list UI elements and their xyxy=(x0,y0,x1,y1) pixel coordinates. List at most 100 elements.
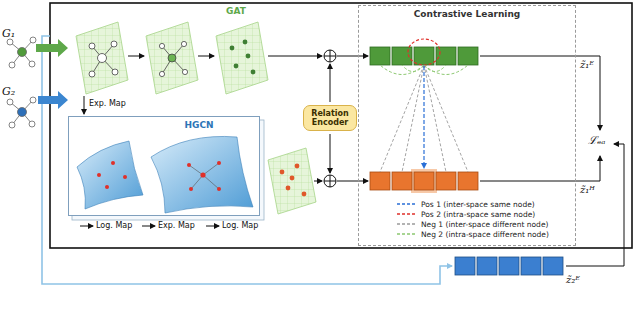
input-arrow xyxy=(36,39,68,57)
encoder-box: Relation Encoder xyxy=(303,105,357,131)
shape-circle xyxy=(187,163,191,167)
legend-row: Neg 1 (inter-space different node) xyxy=(396,219,549,229)
flow-arrow xyxy=(206,226,219,227)
shape-rect xyxy=(370,172,390,190)
gat-grid xyxy=(216,22,268,94)
shape-path xyxy=(77,141,143,209)
graph-g1 xyxy=(7,37,36,68)
shape-line xyxy=(402,65,424,172)
flow-arrow xyxy=(337,181,368,182)
map-label: Exp. Map xyxy=(89,99,126,108)
neg2-lines xyxy=(380,65,468,75)
shape-circle xyxy=(111,161,115,165)
shape-rect xyxy=(458,172,478,190)
gat-grid xyxy=(76,22,128,94)
graph-name: G₂ xyxy=(2,86,15,99)
shape-polygon xyxy=(268,148,316,214)
shape-rect xyxy=(477,257,497,275)
shape-polygon xyxy=(146,22,198,94)
legend-line xyxy=(397,233,416,234)
model-frame xyxy=(50,3,632,248)
shape-circle xyxy=(230,46,235,51)
pos2-mark xyxy=(408,39,440,65)
legend-sample xyxy=(396,230,418,238)
shape-line xyxy=(424,65,446,172)
shape-circle xyxy=(189,187,193,191)
legend: Pos 1 (inter-space same node)Pos 2 (intr… xyxy=(396,199,549,239)
embedding-row xyxy=(455,257,563,275)
shape-rect xyxy=(499,257,519,275)
legend-line xyxy=(397,223,416,224)
shape-g xyxy=(89,41,118,77)
legend-text: Pos 2 (intra-space same node) xyxy=(421,210,535,219)
hgcn-panel: HGCN xyxy=(68,116,260,216)
node-label: Relation Encoder xyxy=(308,109,352,127)
hyperbolic-grid xyxy=(268,148,316,214)
legend-text: Pos 1 (inter-space same node) xyxy=(421,200,535,209)
legend-sample xyxy=(396,200,418,208)
shape-circle xyxy=(9,122,15,128)
shape-circle xyxy=(251,70,256,75)
loss-name: ℒₑₐ xyxy=(588,135,605,148)
loss-line xyxy=(480,56,600,130)
flow-arrow xyxy=(128,56,144,57)
module-name: GAT xyxy=(226,6,246,16)
highlight xyxy=(411,169,437,193)
legend-line xyxy=(397,203,416,204)
shape-path xyxy=(151,136,253,213)
legend-sample xyxy=(396,210,418,218)
node-label: Contrastive Learning xyxy=(359,9,575,19)
hyperbolic-surfaces xyxy=(69,117,261,217)
shape-circle xyxy=(18,108,27,117)
gat-grid xyxy=(146,22,198,94)
shape-circle xyxy=(243,40,248,45)
shape-circle xyxy=(324,175,336,187)
shape-circle xyxy=(159,43,164,48)
map-label: Log. Map xyxy=(96,221,132,230)
shape-g xyxy=(230,40,256,75)
node-label: HGCN xyxy=(139,120,259,130)
shape-rect xyxy=(436,172,456,190)
flow-arrow xyxy=(314,181,322,182)
embedding-name: z̃₂ᴱ xyxy=(566,274,580,286)
flow-arrow xyxy=(330,64,331,102)
shape-rect xyxy=(414,172,434,190)
shape-circle xyxy=(159,71,164,76)
shape-circle xyxy=(89,71,95,77)
shape-circle xyxy=(295,164,300,169)
shape-g xyxy=(280,164,307,197)
shape-path xyxy=(424,65,468,75)
pos1-line xyxy=(423,66,424,168)
shape-rect xyxy=(436,47,456,65)
shape-g xyxy=(189,163,219,189)
flow-arrow xyxy=(330,134,331,173)
map-label: Log. Map xyxy=(222,221,258,230)
flow-arrow xyxy=(337,56,368,57)
shape-path xyxy=(380,65,424,75)
shape-rect xyxy=(543,257,563,275)
shape-circle xyxy=(30,37,36,43)
flow-arrow xyxy=(84,96,85,114)
shape-circle xyxy=(29,61,35,67)
shape-circle xyxy=(111,41,117,47)
shape-polygon xyxy=(76,22,128,94)
shape-circle xyxy=(9,62,15,68)
shape-rect xyxy=(455,257,475,275)
input-arrow xyxy=(38,91,68,109)
shape-circle xyxy=(200,172,205,177)
shape-line xyxy=(330,175,331,187)
sum-symbol xyxy=(324,50,336,62)
shape-circle xyxy=(29,121,35,127)
shape-circle xyxy=(18,48,27,57)
shape-rect xyxy=(521,257,541,275)
flow-arrow xyxy=(142,226,155,227)
shape-circle xyxy=(290,176,295,181)
shape-circle xyxy=(123,175,127,179)
shape-circle xyxy=(97,173,101,177)
shape-rect xyxy=(392,172,412,190)
shape-circle xyxy=(217,161,221,165)
shape-g xyxy=(159,41,187,76)
shape-rect xyxy=(458,47,478,65)
embedding-name: z̃₁ᴱ xyxy=(580,59,594,71)
